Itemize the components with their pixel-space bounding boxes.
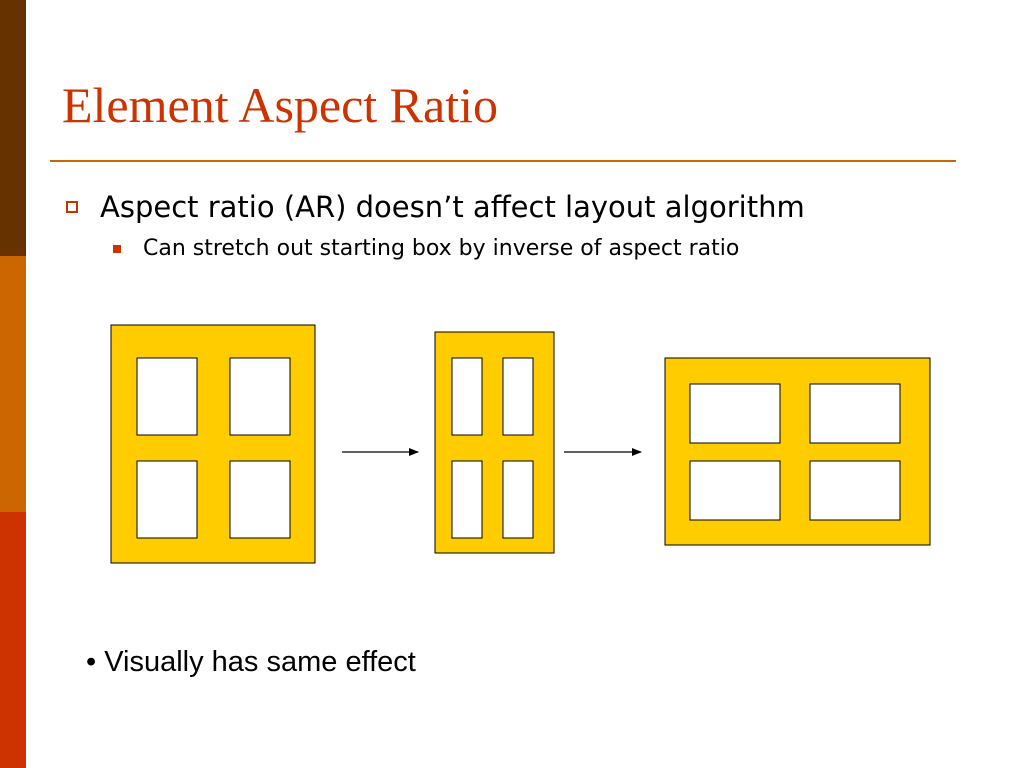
slide-title: Element Aspect Ratio bbox=[62, 77, 499, 133]
hollow-square-bullet-icon bbox=[66, 201, 78, 213]
bullet-level1-text: Aspect ratio (AR) doesn’t affect layout … bbox=[100, 190, 805, 224]
sidebar-band-top bbox=[0, 0, 26, 256]
solid-square-bullet-icon bbox=[113, 244, 121, 253]
cell-rect bbox=[809, 383, 901, 444]
cell-rect bbox=[502, 357, 534, 436]
cell-rect bbox=[451, 357, 483, 436]
bullet-level2: Can stretch out starting box by inverse … bbox=[113, 236, 739, 261]
stretched-layout-box bbox=[664, 357, 931, 546]
cell-rect bbox=[136, 460, 198, 539]
cell-rect bbox=[451, 460, 483, 539]
bullet-level2-text: Can stretch out starting box by inverse … bbox=[143, 236, 740, 261]
original-layout-box bbox=[110, 324, 316, 564]
cell-rect bbox=[229, 357, 291, 436]
cell-rect bbox=[689, 383, 781, 444]
footnote-text: • Visually has same effect bbox=[86, 646, 416, 678]
narrowed-layout-box bbox=[434, 331, 555, 554]
bullet-level1: Aspect ratio (AR) doesn’t affect layout … bbox=[66, 190, 805, 224]
sidebar-band-middle bbox=[0, 256, 26, 512]
cell-rect bbox=[136, 357, 198, 436]
cell-rect bbox=[229, 460, 291, 539]
title-divider bbox=[50, 160, 956, 162]
sidebar-band-bottom bbox=[0, 512, 26, 768]
cell-rect bbox=[502, 460, 534, 539]
cell-rect bbox=[809, 460, 901, 521]
cell-rect bbox=[689, 460, 781, 521]
